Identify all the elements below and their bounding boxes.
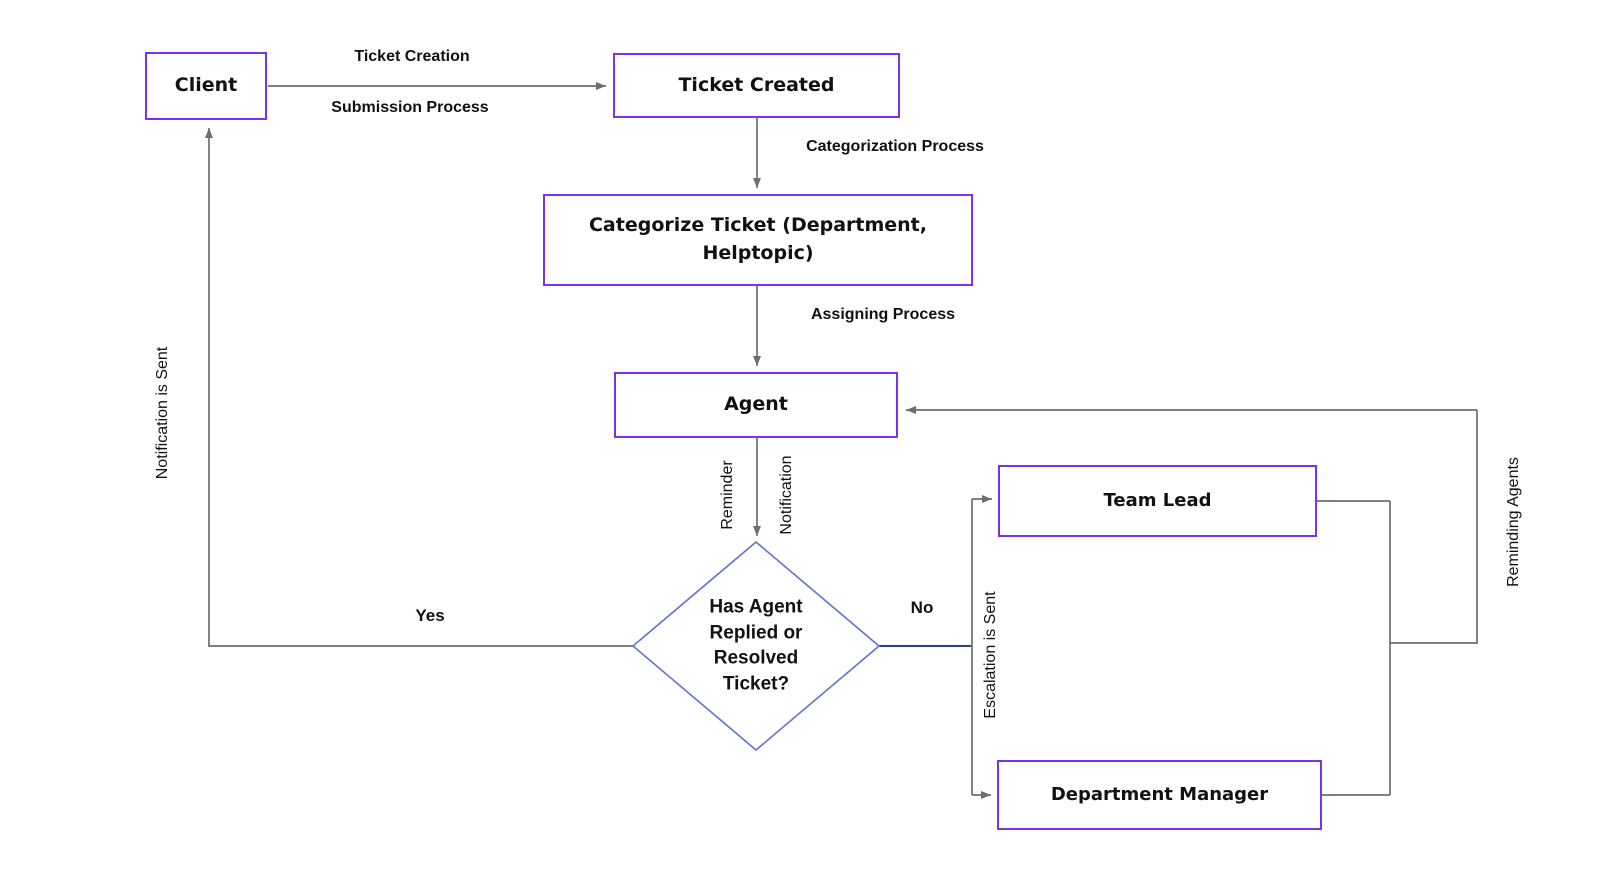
label-reminder: Reminder	[719, 460, 736, 530]
node-department-manager-label: Department Manager	[1050, 783, 1269, 805]
edge-rail-to-return	[1390, 410, 1478, 644]
node-categorize-ticket-label: Categorize Ticket (Department, Helptopic…	[588, 214, 927, 264]
node-client-label: Client	[174, 74, 238, 97]
node-agent: Agent	[614, 372, 898, 438]
label-reminding-agents: Reminding Agents	[1505, 457, 1522, 587]
decision-diamond-shape	[631, 540, 881, 752]
label-ticket-creation: Ticket Creation	[354, 48, 470, 65]
label-no: No	[910, 598, 934, 617]
node-team-lead-label: Team Lead	[1103, 489, 1212, 511]
label-yes: Yes	[415, 606, 445, 625]
node-ticket-created-label: Ticket Created	[678, 73, 835, 96]
label-escalation-is-sent: Escalation is Sent	[982, 591, 999, 719]
edge-decision-yes-to-client	[205, 128, 633, 647]
label-notification-is-sent: Notification is Sent	[154, 346, 171, 480]
node-categorize-ticket: Categorize Ticket (Department, Helptopic…	[543, 194, 973, 286]
node-ticket-created: Ticket Created	[613, 53, 900, 118]
node-team-lead: Team Lead	[998, 465, 1317, 537]
label-submission-process: Submission Process	[331, 99, 489, 116]
node-department-manager: Department Manager	[997, 760, 1322, 830]
node-client: Client	[145, 52, 267, 120]
node-decision-label: Has Agent Replied or Resolved Ticket?	[709, 596, 803, 695]
node-agent-label: Agent	[724, 393, 788, 416]
label-assigning-process: Assigning Process	[810, 306, 956, 323]
label-categorization-process: Categorization Process	[806, 138, 984, 155]
label-notification: Notification	[778, 455, 795, 535]
